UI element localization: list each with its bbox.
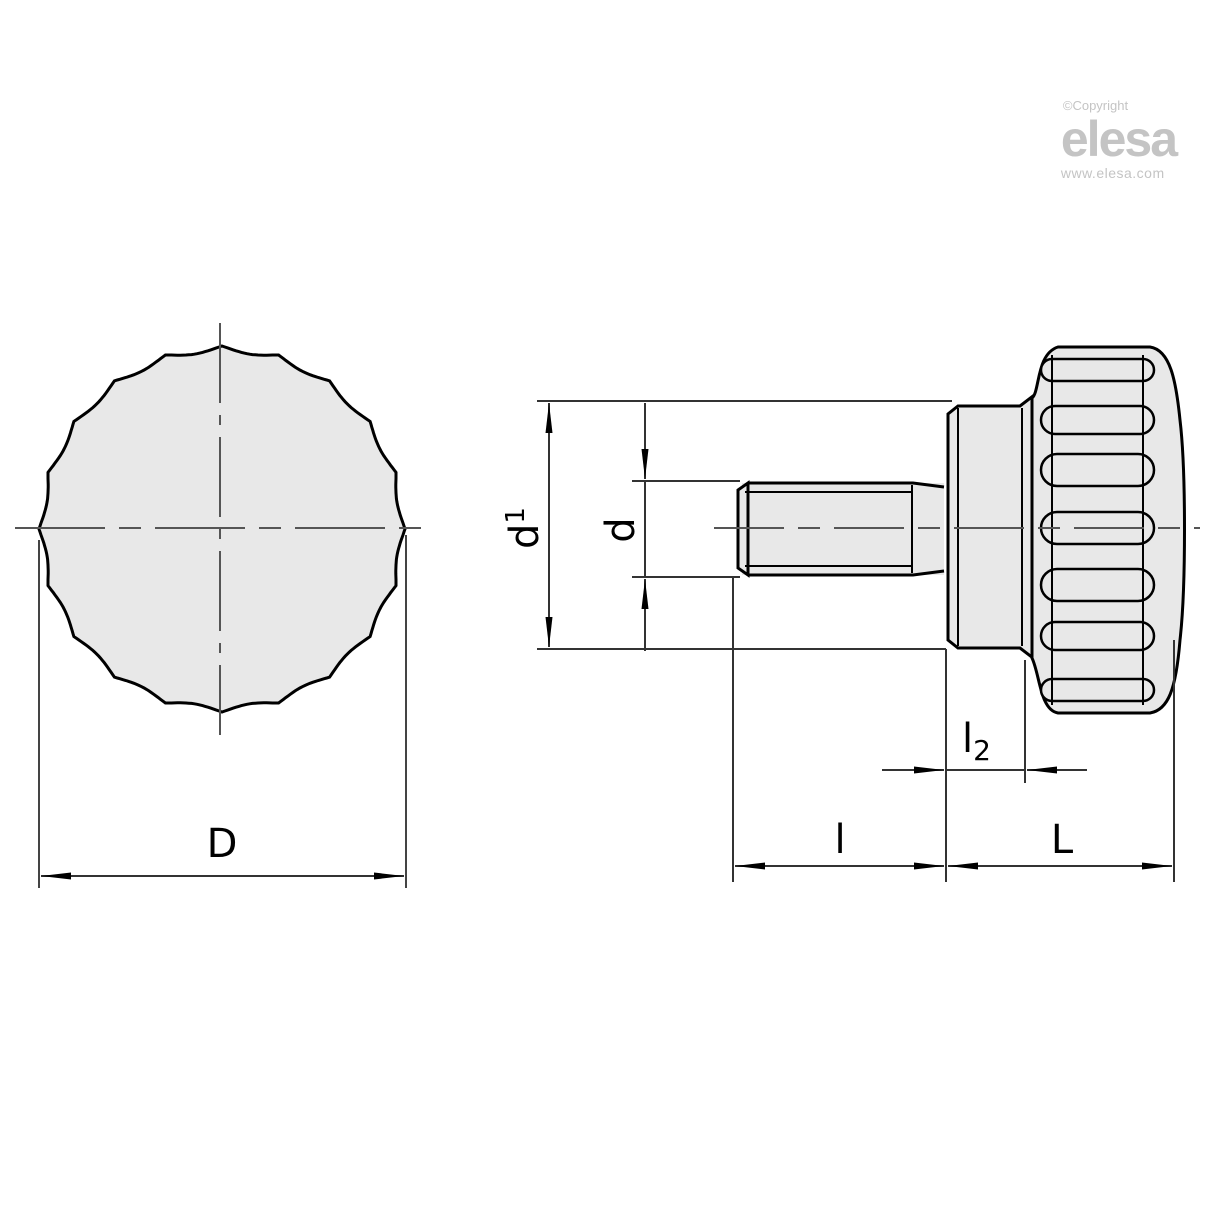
knob-rib	[1039, 452, 1156, 488]
svg-text:d: d	[598, 517, 644, 542]
dimension-l-label: l	[834, 817, 845, 863]
knob-ribs	[1039, 357, 1156, 703]
dimension-d1-label: d1	[501, 507, 548, 549]
knob-rib	[1039, 677, 1156, 703]
dimension-l2-label: l2	[962, 716, 991, 767]
knob-rib	[1039, 620, 1156, 652]
dimension-d-label: d	[598, 517, 644, 542]
copyright-label: ©Copyright	[1062, 98, 1129, 113]
knob-rib	[1039, 567, 1156, 603]
elesa-watermark: ©Copyright elesa www.elesa.com	[1060, 98, 1178, 181]
website-url: www.elesa.com	[1060, 165, 1165, 181]
knob-side-view: d1 d l2 l L	[501, 345, 1200, 882]
brand-logo: elesa	[1060, 111, 1178, 167]
knob-rib	[1039, 357, 1156, 383]
dimension-D-label: D	[207, 821, 238, 867]
knob-rib	[1039, 404, 1156, 436]
knob-front-view: D	[15, 323, 428, 888]
svg-text:d1: d1	[501, 507, 548, 549]
dimension-L-label: L	[1051, 817, 1074, 863]
